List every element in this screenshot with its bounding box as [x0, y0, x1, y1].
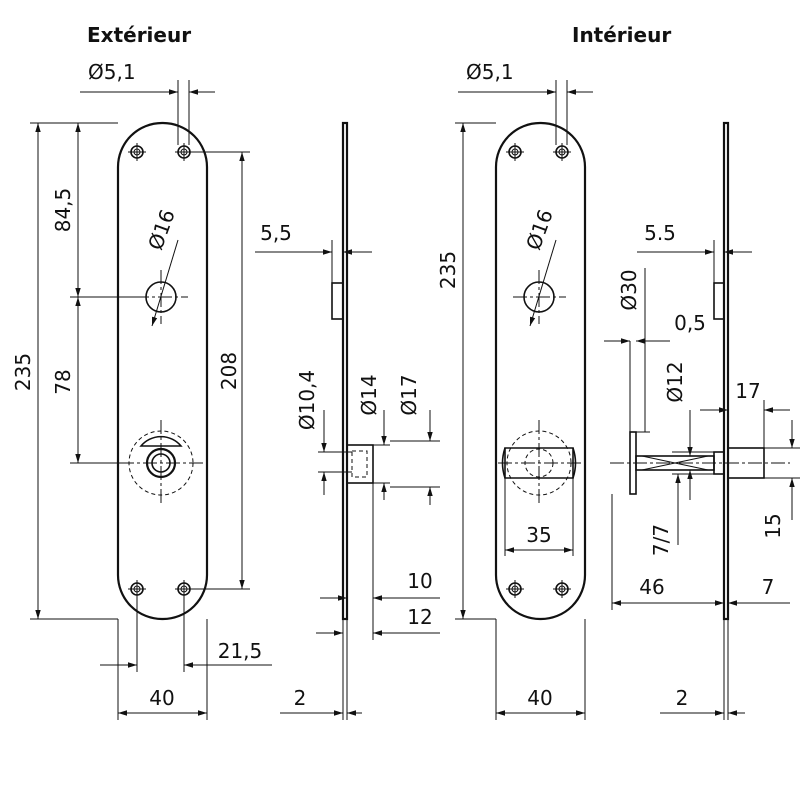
dim-ext-side-12: 12: [407, 605, 432, 629]
dim-int-side-d12: Ø12: [663, 361, 687, 402]
dim-int-side-77: 7/7: [649, 524, 673, 556]
exterior-side-cylinder: [346, 444, 374, 484]
dim-int-side-boss: 5.5: [644, 221, 676, 245]
dim-ext-center-to-lock: 78: [51, 369, 75, 394]
dim-int-total-height: 235: [436, 251, 460, 289]
title-interior: Intérieur: [572, 23, 671, 47]
exterior-plate-outline: [116, 121, 209, 621]
dim-int-handle-hole: Ø16: [521, 206, 558, 253]
dim-int-side-d30: Ø30: [617, 269, 641, 310]
dim-ext-side-boss: 5,5: [260, 221, 292, 245]
dim-int-side-17: 17: [735, 379, 760, 403]
dim-int-turn-width: 35: [526, 523, 551, 547]
exterior-front-view: Ø5,1 235 84,5 78 208 Ø16 40 21,5: [11, 60, 272, 720]
dim-int-screw-hole: Ø5,1: [466, 60, 514, 84]
interior-side-boss: [713, 282, 725, 320]
dim-int-side-05: 0,5: [674, 311, 706, 335]
dim-int-width: 40: [527, 686, 552, 710]
dim-ext-top-to-center: 84,5: [51, 188, 75, 233]
dim-ext-side-d14: Ø14: [357, 374, 381, 415]
title-exterior: Extérieur: [87, 23, 191, 47]
dim-ext-handle-hole: Ø16: [143, 206, 180, 253]
dim-ext-side-d17: Ø17: [397, 374, 421, 415]
interior-screw-holes: [506, 143, 571, 598]
dim-ext-screw-hole: Ø5,1: [88, 60, 136, 84]
dim-ext-total-height: 235: [11, 353, 35, 391]
dim-ext-lock-offset: 21,5: [218, 639, 263, 663]
dim-ext-side-2: 2: [294, 686, 307, 710]
dim-ext-width: 40: [149, 686, 174, 710]
dim-ext-side-d104: Ø10,4: [295, 370, 319, 430]
dim-int-side-7: 7: [762, 575, 775, 599]
exterior-lock-indicator: [120, 420, 203, 505]
exterior-side-boss: [331, 282, 344, 320]
interior-thumb-turn: [498, 420, 581, 505]
exterior-screw-holes: [128, 143, 193, 598]
dim-ext-hole-spacing: 208: [217, 352, 241, 390]
dim-int-side-46: 46: [639, 575, 664, 599]
interior-plate-outline: [494, 121, 587, 621]
dim-int-side-2: 2: [676, 686, 689, 710]
dim-ext-side-10: 10: [407, 569, 432, 593]
interior-side-plate: [722, 121, 730, 621]
exterior-side-plate: [341, 121, 349, 621]
interior-front-view: Ø5,1 235 Ø16 35 40: [436, 60, 593, 720]
exterior-side-view: 5,5 Ø10,4 Ø14 Ø17 10 12 2: [255, 121, 440, 720]
interior-side-view: 5.5 Ø30 0,5 Ø12 17 15 7/7: [604, 121, 800, 720]
dim-int-side-15: 15: [761, 513, 785, 538]
